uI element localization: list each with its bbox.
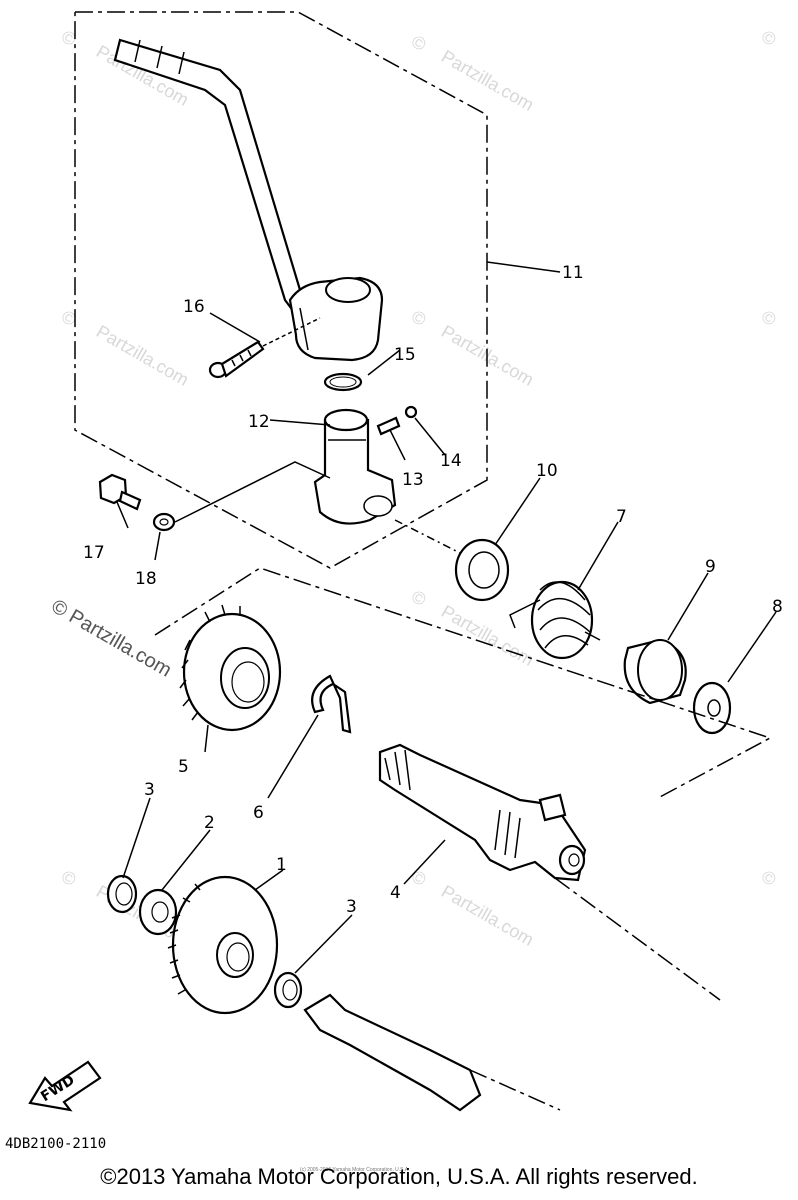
kick-crank-assembly-boundary [74,11,488,569]
watermark-symbol: © [408,866,429,890]
watermark-symbol: © [58,306,79,330]
callout-8: 8 [772,597,783,617]
copyright-notice: ©2013 Yamaha Motor Corporation, U.S.A. A… [100,1164,698,1189]
diagram-code: 4DB2100-2110 [5,1136,106,1152]
callout-18: 18 [135,569,157,589]
fine-print: (c) 2005-2016 Yamaha Motor Corporation, … [300,1167,410,1173]
shaft-end [303,993,561,1112]
part-16-bolt [208,317,321,379]
part-6-circlip [311,674,352,734]
part-7-torsion-spring [509,580,601,660]
watermark-text: Partzilla.com [93,321,192,390]
kick-axle-assembly-boundary [154,567,772,799]
part-10-oil-seal [454,538,510,602]
callout-3: 3 [144,780,155,800]
callout-5: 5 [178,757,189,777]
callout-12: 12 [248,412,270,432]
part-14-ball [404,405,418,419]
part-4-kick-axle [378,743,587,882]
callout-13: 13 [402,470,424,490]
watermark-symbol: © [758,866,779,890]
part-2-washer [138,888,178,936]
part-3-circlip [273,971,303,1009]
callout-10: 10 [536,461,558,481]
callout-labels: 1 2 3 3 4 5 6 7 8 9 10 11 12 13 14 15 16… [83,263,783,917]
watermark-prominent: © Partzilla.com [48,595,176,681]
part-12-kick-boss [313,408,397,525]
watermark-text: Partzilla.com [438,46,537,115]
part-8-washer [692,681,732,735]
kick-crank-lever [113,38,384,362]
part-3-circlip [106,874,138,914]
leader-line [486,261,561,273]
watermark-symbol: © [758,26,779,50]
callout-1: 1 [276,855,287,875]
callout-11: 11 [562,263,584,283]
watermark-text: Partzilla.com [438,881,537,950]
watermark-symbol: © [408,306,429,330]
callout-2: 2 [204,813,215,833]
part-9-collar [623,638,687,705]
watermark-symbol: © [758,306,779,330]
part-1-kick-gear [167,875,279,1015]
callout-15: 15 [394,345,416,365]
callout-7: 7 [616,507,627,527]
callout-14: 14 [440,451,462,471]
leader-lines [116,312,777,974]
watermark-symbol: © [408,31,429,55]
callout-4: 4 [390,883,401,903]
callout-3: 3 [346,897,357,917]
forward-arrow-icon: FWD [28,1060,102,1112]
callout-6: 6 [253,803,264,823]
callout-17: 17 [83,543,105,563]
part-5-ratchet-wheel [179,604,282,732]
watermark-symbol: © [58,26,79,50]
watermark-symbol: © [408,586,429,610]
callout-9: 9 [705,557,716,577]
part-13-pin [376,416,401,436]
watermark-symbol: © [58,866,79,890]
watermark-text: Partzilla.com [438,601,537,670]
part-17-bolt [98,473,142,511]
callout-16: 16 [183,297,205,317]
